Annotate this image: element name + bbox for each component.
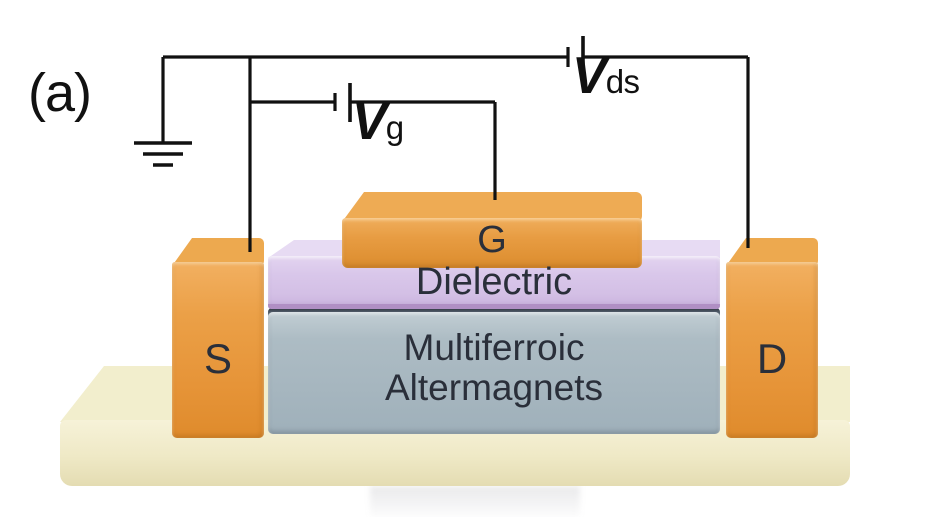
source-electrode-front-face (172, 262, 264, 438)
vds-symbol: V (572, 47, 607, 105)
drain-electrode-front-face (726, 262, 818, 438)
vg-symbol: V (352, 93, 387, 151)
vds-subscript: ds (605, 63, 640, 100)
gate-electrode-top-face (342, 192, 642, 222)
dielectric-layer-label: Dielectric (415, 261, 573, 303)
drain-electrode-label: D (756, 335, 788, 382)
source-electrode-label: S (203, 335, 232, 382)
channel-layer-label: Multiferroic Altermagnets (268, 328, 720, 408)
dielectric-bottom-edge (268, 304, 720, 309)
vg-subscript: g (385, 109, 404, 146)
vg-source-label: Vg (352, 96, 404, 148)
gate-electrode-front-face (342, 218, 642, 268)
panel-label: (a) (28, 63, 92, 123)
substrate-shadow (370, 486, 580, 517)
gate-electrode-label: G (477, 219, 507, 261)
drain-electrode-top-face (726, 238, 818, 266)
channel-label-line-1: Multiferroic (403, 327, 585, 368)
vds-source-label: Vds (572, 50, 640, 102)
channel-layer-block (268, 312, 720, 434)
channel-label-line-2: Altermagnets (385, 366, 603, 408)
